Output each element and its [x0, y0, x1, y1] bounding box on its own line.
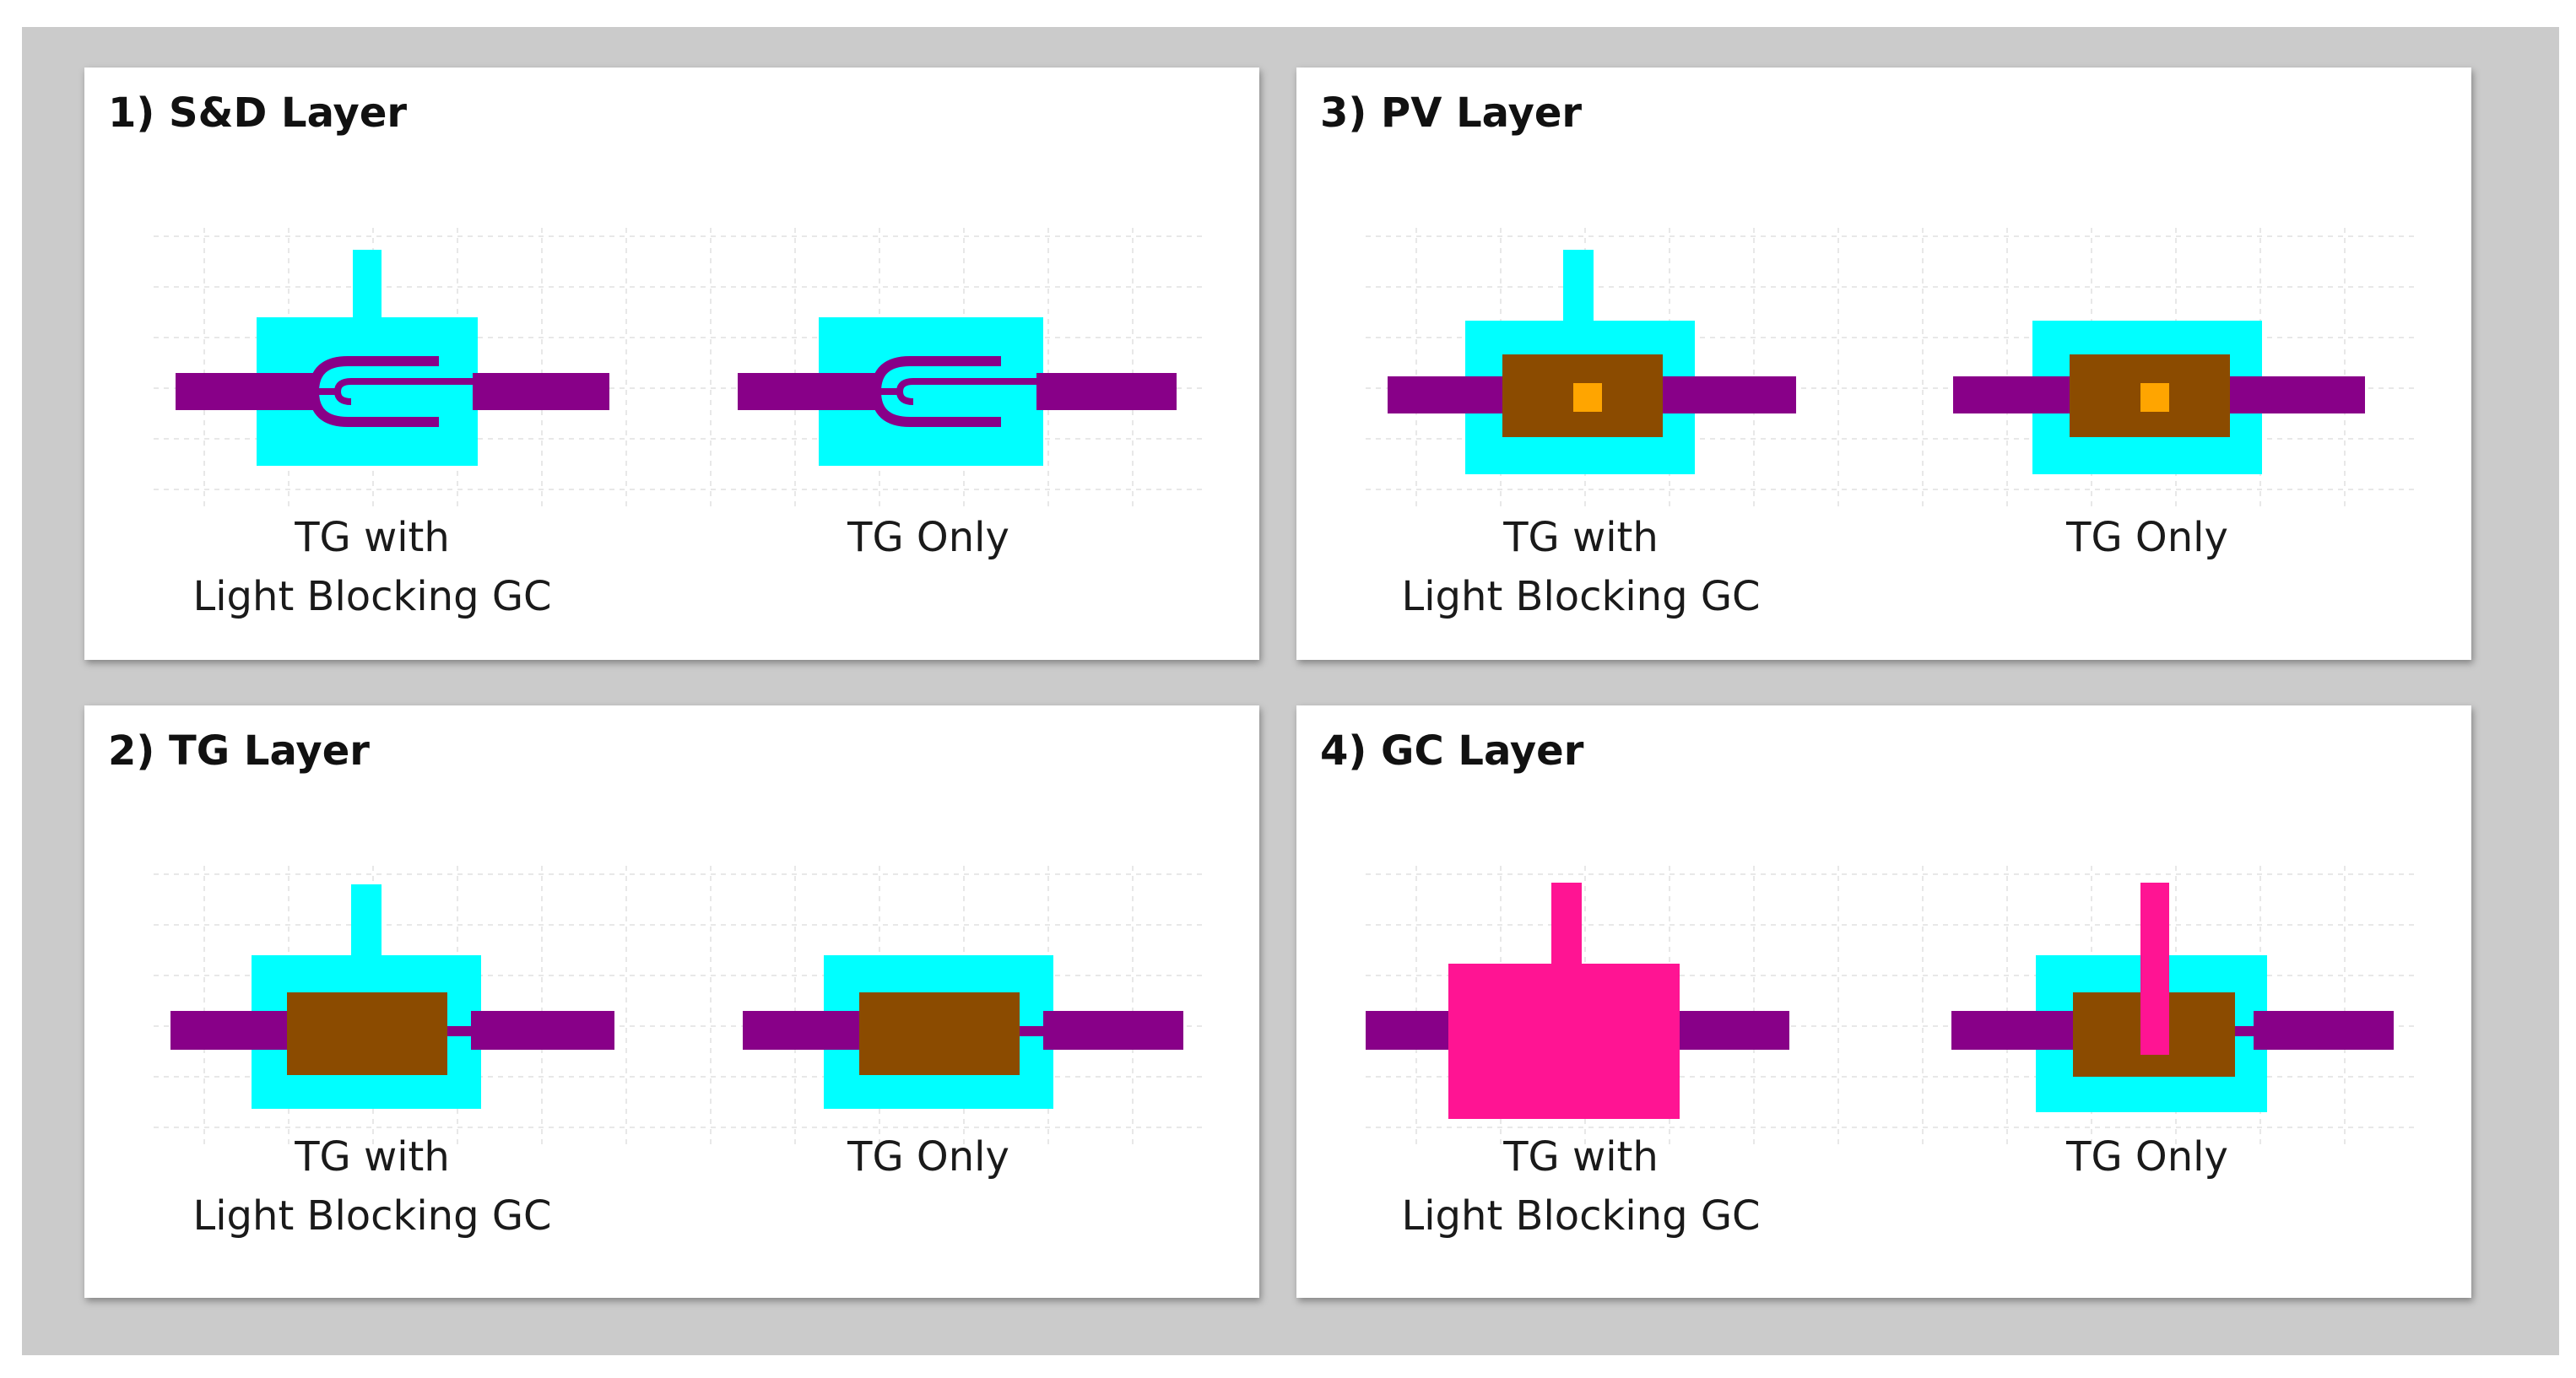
figure-background: 1) S&D Layer TG with	[22, 27, 2559, 1355]
panel-sd-layer: 1) S&D Layer TG with	[84, 68, 1259, 660]
panel-title: 1) S&D Layer	[108, 89, 408, 137]
tft-with-gc	[1366, 883, 1789, 1119]
caption-tg-only: TG Only	[2066, 514, 2228, 561]
u-finger	[314, 378, 479, 405]
drain-line	[2254, 1011, 2394, 1050]
panel-title: 3) PV Layer	[1320, 89, 1583, 137]
drain-line	[473, 373, 609, 410]
source-line	[1953, 376, 2071, 413]
gate-neck	[2235, 1026, 2255, 1036]
source-line	[170, 1011, 289, 1050]
gate-neck	[1020, 1026, 1045, 1036]
drain-line	[1661, 376, 1796, 413]
gate-neck	[447, 1026, 473, 1036]
tft-with-gc	[176, 250, 609, 466]
caption-tg-only: TG Only	[2066, 1133, 2228, 1181]
drain-line	[471, 1011, 614, 1050]
tft-with-gc	[1388, 250, 1796, 474]
u-finger	[876, 378, 1042, 405]
light-blocking-gc	[1448, 964, 1680, 1119]
gc-layer-diagram	[1366, 866, 2414, 1144]
gc-line	[2140, 883, 2169, 1055]
panel-title: 4) GC Layer	[1320, 727, 1584, 775]
tft-only	[743, 955, 1183, 1109]
light-blocking-gc-tab	[1551, 883, 1582, 964]
source-line	[1388, 376, 1506, 413]
source-line	[743, 1011, 861, 1050]
tft-only	[738, 317, 1177, 466]
caption-tg-only: TG Only	[847, 1133, 1009, 1181]
drain-line	[1043, 1011, 1183, 1050]
tft-only	[1953, 321, 2365, 474]
gate-tab	[351, 884, 382, 955]
drain-line	[2228, 376, 2365, 413]
pv-via	[1573, 383, 1602, 412]
source-line	[738, 373, 876, 410]
drain-line	[1036, 373, 1177, 410]
pv-layer-diagram	[1366, 228, 2414, 506]
top-gate	[287, 992, 447, 1075]
top-gate	[859, 992, 1020, 1075]
pv-via	[2140, 383, 2169, 412]
panel-title: 2) TG Layer	[108, 727, 370, 775]
gate-tab	[1563, 250, 1594, 321]
tft-with-gc	[170, 884, 614, 1109]
tg-layer-diagram	[154, 866, 1202, 1144]
tft-only	[1951, 883, 2394, 1112]
gate-tab	[353, 250, 382, 317]
sd-layer-diagram	[154, 228, 1202, 506]
source-line	[176, 373, 314, 410]
source-line	[1951, 1011, 2078, 1050]
caption-tg-only: TG Only	[847, 514, 1009, 561]
